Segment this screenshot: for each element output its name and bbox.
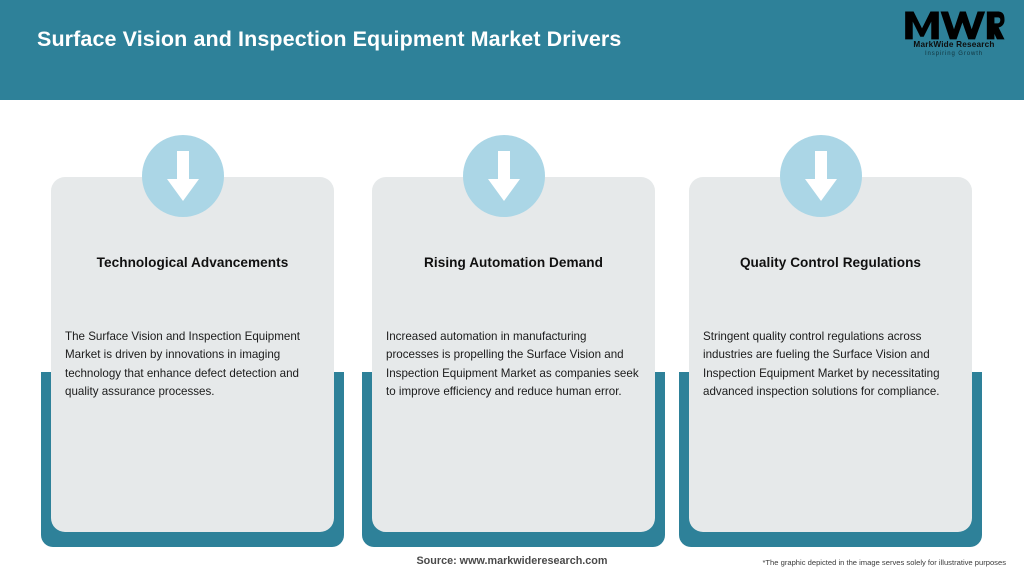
card-body-text: The Surface Vision and Inspection Equipm… [65,330,301,399]
card-panel [51,177,334,532]
source-credit: Source: www.markwideresearch.com [416,555,608,567]
logo-company-name: MarkWide Research [913,40,995,49]
down-arrow-icon [167,151,199,201]
mwr-monogram-icon [905,11,1005,40]
driver-cards-row: Technological Advancements The Surface V… [0,100,1024,550]
card-heading: Technological Advancements [96,255,289,270]
card-heading: Rising Automation Demand [424,255,603,270]
card-body-text: Increased automation in manufacturing pr… [386,330,639,399]
driver-card-3[interactable]: Quality Control Regulations Stringent qu… [679,135,982,547]
down-arrow-icon [488,151,520,201]
header-band: Surface Vision and Inspection Equipment … [0,0,1024,100]
card-panel [372,177,655,532]
illustrative-disclaimer: *The graphic depicted in the image serve… [762,558,1006,567]
card-panel [689,177,972,532]
down-arrow-icon [805,151,837,201]
card-body-text: Stringent quality control regulations ac… [703,330,940,399]
card-icon-badge [780,135,862,217]
card-icon-badge [463,135,545,217]
brand-logo: MarkWide Research Inspiring Growth [902,9,1006,65]
logo-tagline: Inspiring Growth [924,51,984,57]
card-heading: Quality Control Regulations [739,255,922,270]
page-title: Surface Vision and Inspection Equipment … [37,27,622,51]
driver-card-2[interactable]: Rising Automation Demand Increased autom… [362,135,665,547]
driver-card-1[interactable]: Technological Advancements The Surface V… [41,135,344,547]
card-icon-badge [142,135,224,217]
